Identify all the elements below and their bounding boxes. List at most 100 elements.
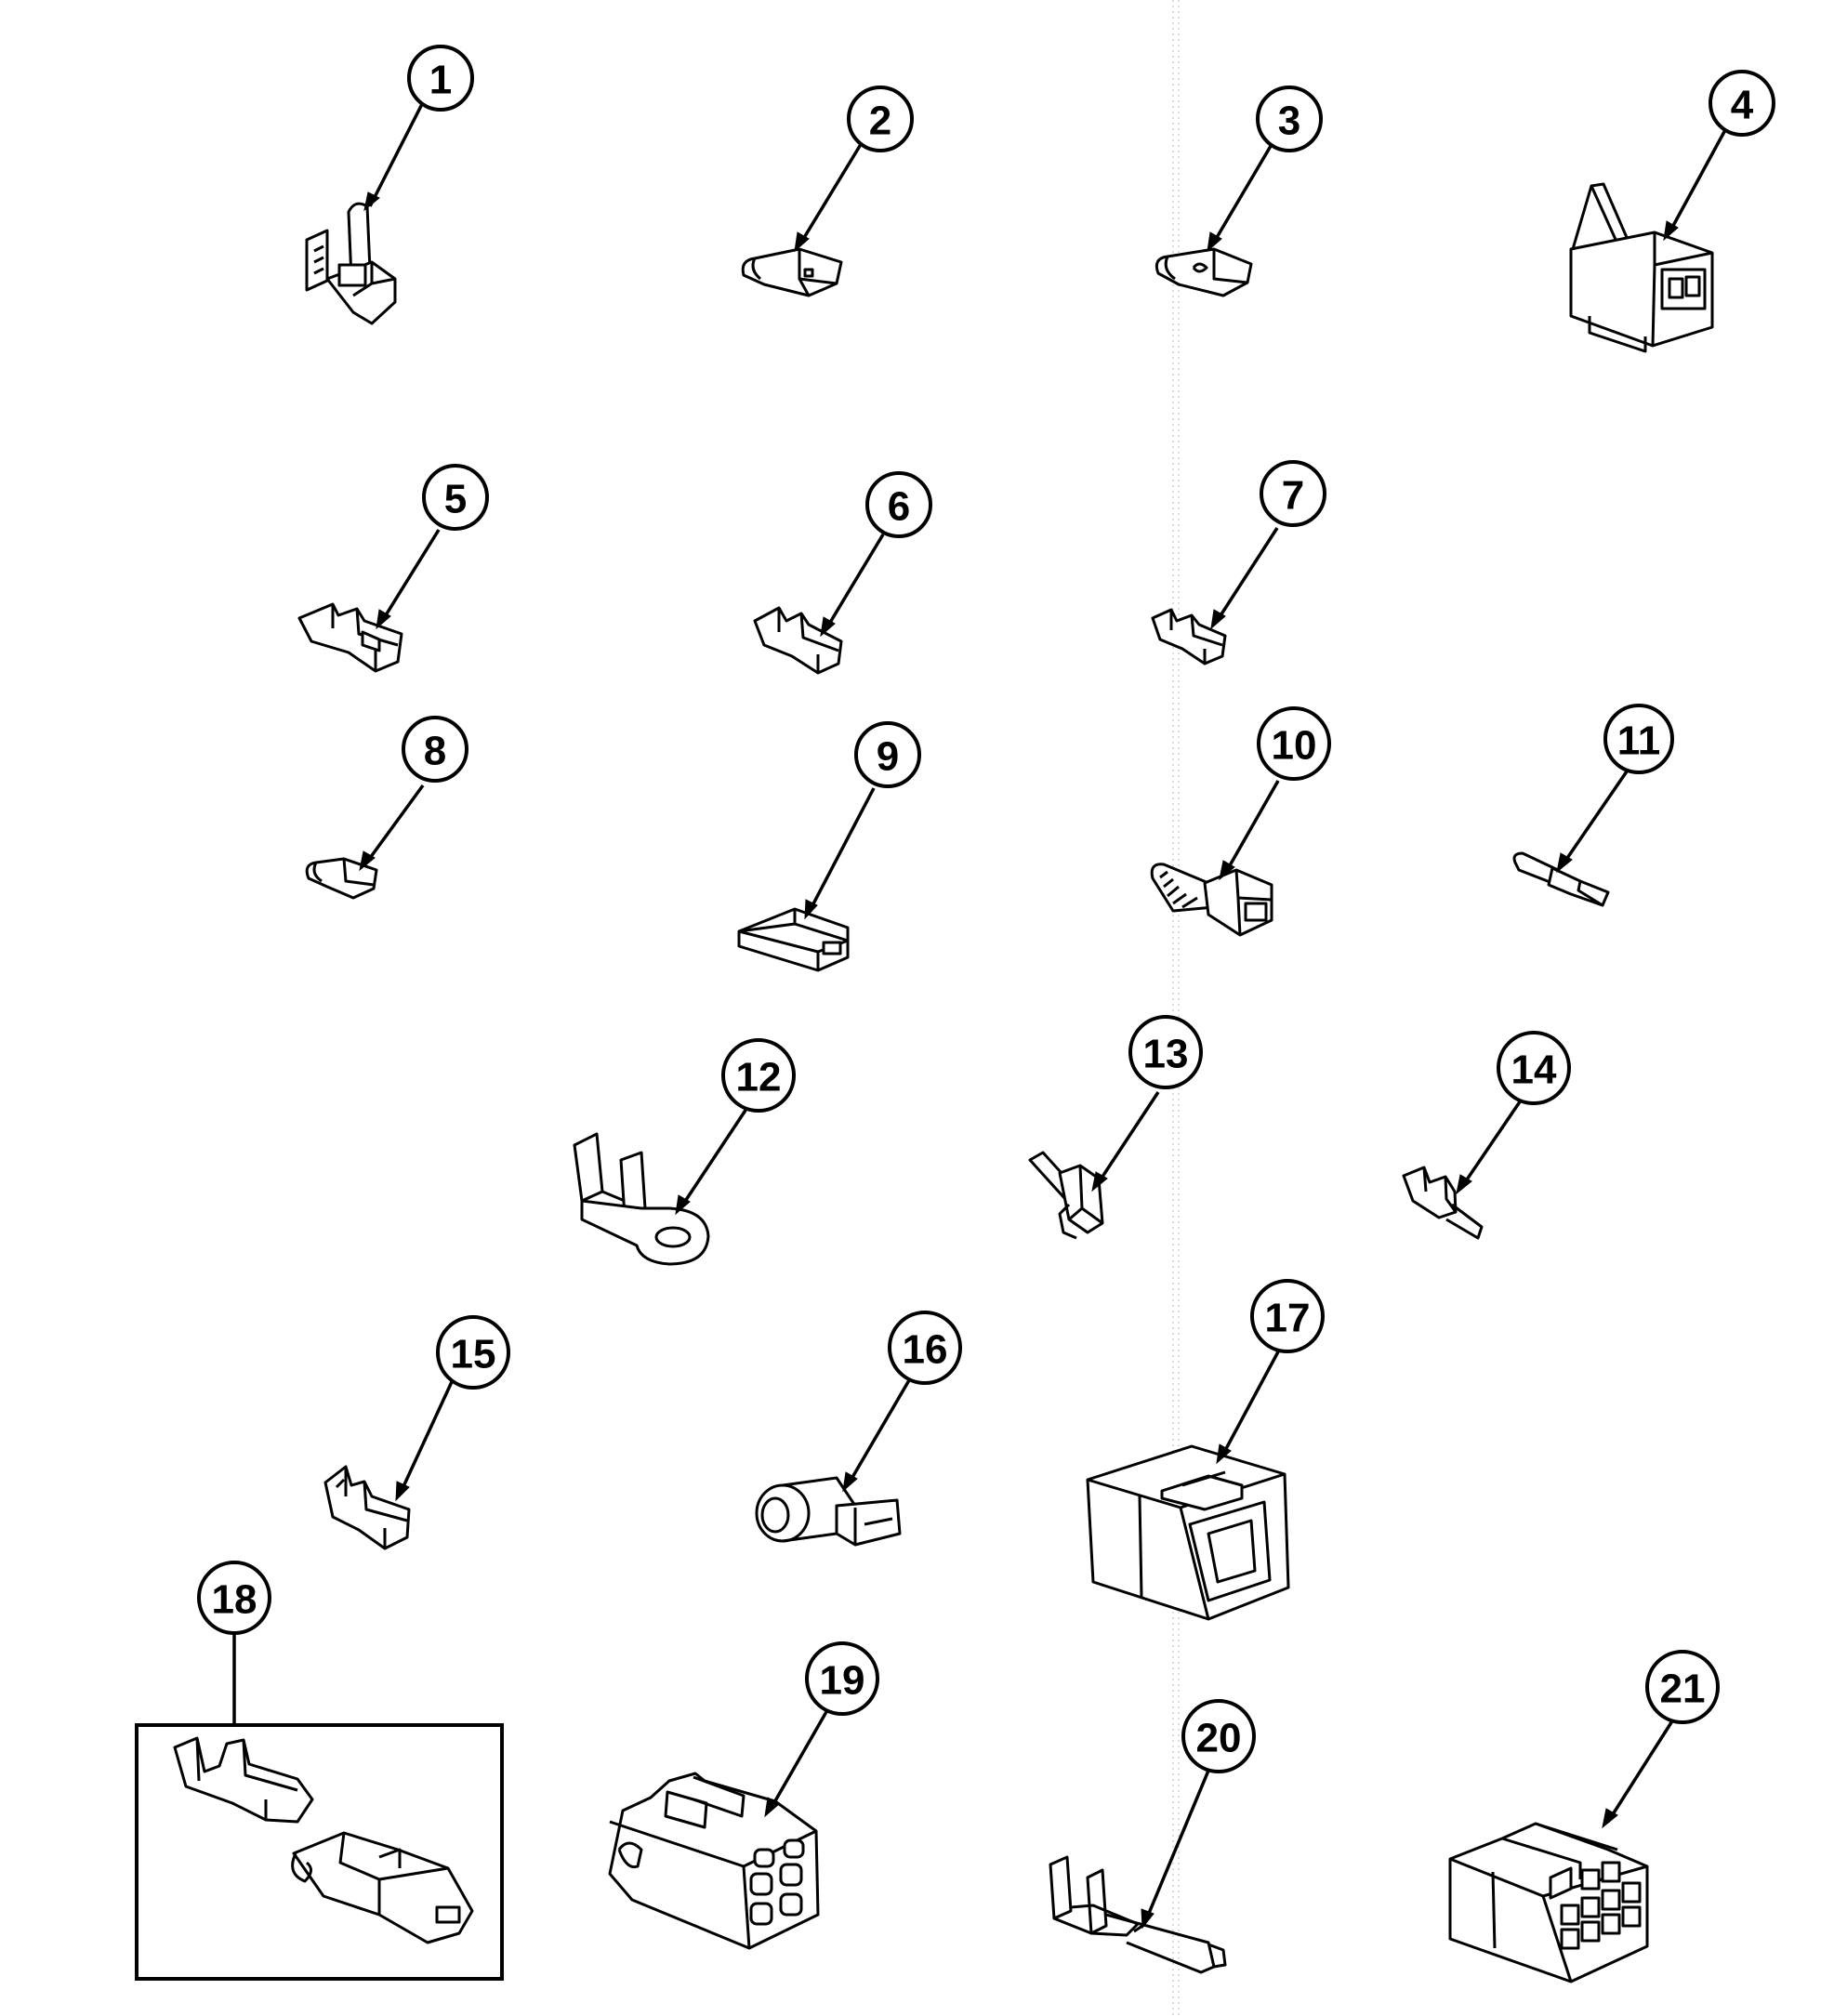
arrowhead-4: [1663, 220, 1679, 242]
arrowhead-20: [1141, 1908, 1154, 1930]
part-12-ring-terminal-icon: [573, 1132, 710, 1266]
callout-9-label: 9: [877, 734, 899, 780]
callout-10-label: 10: [1272, 723, 1317, 769]
arrowhead-17: [1216, 1443, 1232, 1465]
callout-1-label: 1: [429, 58, 452, 103]
callout-11: 11: [1603, 704, 1674, 774]
leader-10: [1223, 780, 1280, 875]
callout-13-label: 13: [1143, 1032, 1189, 1077]
leader-20: [1143, 1770, 1210, 1923]
arrowhead-13: [1091, 1171, 1108, 1192]
part-4-latched-connector-housing-icon: [1569, 182, 1714, 353]
arrowhead-21: [1602, 1808, 1618, 1829]
part-10-insulated-terminal-icon: [1150, 863, 1273, 937]
arrowhead-16: [842, 1471, 858, 1493]
leader-6: [824, 534, 885, 631]
leader-12: [679, 1105, 750, 1209]
leader-2: [798, 140, 864, 246]
callout-7: 7: [1260, 460, 1326, 527]
part-6-crimp-terminal-icon: [753, 606, 843, 675]
callout-15-label: 15: [451, 1332, 496, 1377]
part-18-terminal-and-housing-kit-icon: [173, 1736, 474, 1944]
callout-7-label: 7: [1282, 473, 1304, 519]
callout-18: 18: [197, 1561, 271, 1635]
part-2-female-terminal-icon: [741, 247, 843, 297]
leader-17: [1220, 1342, 1285, 1458]
callout-9: 9: [854, 721, 921, 788]
callout-21-label: 21: [1660, 1667, 1706, 1712]
arrowhead-3: [1207, 231, 1222, 253]
part-14-pin-terminal-icon: [1402, 1166, 1484, 1240]
arrowhead-11: [1556, 852, 1573, 874]
part-11-tab-terminal-icon: [1512, 851, 1610, 907]
part-15-crimp-terminal-icon: [323, 1465, 411, 1550]
arrowhead-19: [764, 1797, 780, 1818]
callout-12: 12: [721, 1038, 796, 1113]
leader-14: [1459, 1094, 1526, 1189]
callout-1: 1: [407, 45, 474, 112]
callout-14: 14: [1497, 1031, 1571, 1105]
callout-8-label: 8: [424, 729, 446, 774]
callout-19: 19: [805, 1641, 879, 1716]
callout-8: 8: [402, 716, 468, 783]
callout-4: 4: [1709, 70, 1775, 137]
callout-3: 3: [1256, 86, 1323, 152]
part-16-flag-terminal-icon: [755, 1476, 902, 1547]
callout-4-label: 4: [1731, 83, 1754, 128]
leader-4: [1667, 127, 1728, 235]
arrowhead-15: [395, 1481, 410, 1502]
part-20-long-pin-terminal-icon: [1049, 1855, 1227, 1974]
callout-2-label: 2: [869, 99, 891, 144]
leader-13: [1095, 1091, 1160, 1186]
part-7-crimp-terminal-icon: [1151, 608, 1227, 665]
callout-16: 16: [888, 1311, 962, 1385]
callout-5-label: 5: [444, 477, 467, 522]
arrowhead-14: [1456, 1174, 1472, 1195]
leader-11: [1560, 771, 1629, 867]
part-13-pin-terminal-icon: [1028, 1151, 1104, 1240]
part-8-small-terminal-icon: [305, 857, 378, 900]
leader-19: [768, 1709, 829, 1812]
part-18-kit-frame: [135, 1723, 504, 1981]
leader-9: [807, 787, 876, 914]
part-21-ten-way-connector-housing-icon: [1448, 1822, 1649, 1983]
callout-3-label: 3: [1278, 99, 1300, 144]
leader-5: [379, 529, 441, 624]
callout-16-label: 16: [903, 1327, 948, 1373]
part-17-two-way-connector-housing-icon: [1086, 1444, 1290, 1621]
arrowhead-2: [794, 231, 810, 253]
callout-2: 2: [847, 86, 914, 152]
arrowhead-10: [1219, 860, 1235, 881]
callout-20-label: 20: [1196, 1716, 1242, 1761]
arrowhead-9: [804, 899, 818, 920]
callout-13: 13: [1128, 1015, 1203, 1089]
leader-7: [1214, 527, 1279, 624]
callout-6: 6: [865, 471, 932, 538]
callout-20: 20: [1181, 1699, 1256, 1773]
callout-11-label: 11: [1617, 718, 1661, 764]
leader-3: [1210, 140, 1275, 246]
leader-16: [846, 1379, 911, 1486]
callout-5: 5: [422, 464, 489, 531]
callout-17: 17: [1250, 1279, 1325, 1353]
callout-18-label: 18: [212, 1577, 257, 1623]
arrowhead-7: [1210, 609, 1226, 630]
callout-12-label: 12: [736, 1055, 782, 1100]
callout-14-label: 14: [1511, 1048, 1557, 1093]
leader-1: [368, 101, 425, 207]
arrowhead-6: [820, 616, 836, 638]
leader-15: [398, 1373, 457, 1496]
arrowhead-1: [363, 191, 380, 212]
part-9-terminal-insulator-icon: [737, 907, 850, 972]
callout-15: 15: [436, 1315, 510, 1390]
part-1-wire-clip-icon: [305, 202, 397, 325]
callout-6-label: 6: [888, 484, 910, 530]
part-3-female-terminal-icon: [1154, 247, 1253, 297]
leader-21: [1606, 1719, 1675, 1823]
callout-17-label: 17: [1265, 1296, 1311, 1341]
arrowhead-12: [675, 1194, 691, 1216]
part-19-six-way-connector-plug-icon: [608, 1772, 820, 1950]
arrowhead-5: [376, 609, 391, 630]
callout-10: 10: [1257, 706, 1331, 781]
